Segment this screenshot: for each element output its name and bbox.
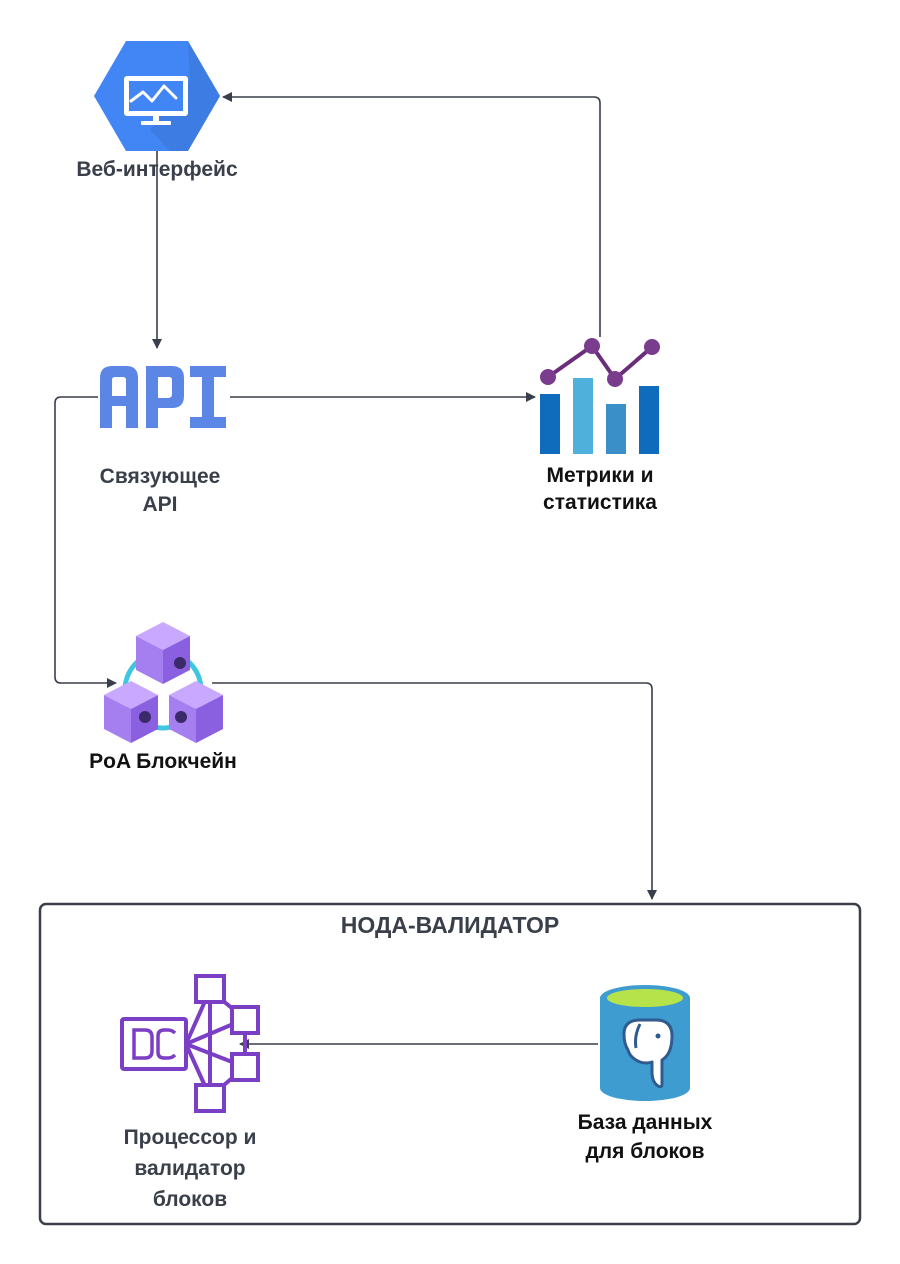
monitor-hexagon-icon bbox=[94, 41, 220, 151]
arrow-api-to-blockchain bbox=[54, 396, 117, 688]
api-label-line-2: API bbox=[142, 493, 178, 516]
api-logo-icon bbox=[100, 366, 226, 428]
dc-network-icon bbox=[120, 974, 260, 1113]
database-label: База данных для блоков bbox=[530, 1108, 760, 1166]
arrow-blockchain-to-node bbox=[212, 682, 657, 900]
metrics-label-line-2: статистика bbox=[543, 491, 657, 514]
validator-node-container bbox=[38, 902, 862, 1226]
processor-label-line-3: блоков bbox=[152, 1188, 228, 1211]
database-label-line-2: для блоков bbox=[585, 1140, 705, 1163]
processor-label-line-2: валидатор bbox=[134, 1157, 246, 1180]
database-label-line-1: База данных bbox=[577, 1111, 713, 1134]
processor-label-line-1: Процессор и bbox=[123, 1126, 257, 1149]
metrics-label-line-1: Метрики и bbox=[546, 464, 654, 487]
blockchain-cubes-icon bbox=[104, 622, 223, 743]
postgresql-database-icon bbox=[600, 985, 690, 1101]
blockchain-label: PoA Блокчейн bbox=[89, 750, 237, 773]
api-label: Связующее API bbox=[50, 463, 270, 519]
processor-label: Процессор и валидатор блоков bbox=[75, 1122, 305, 1215]
container-title: НОДА-ВАЛИДАТОР bbox=[340, 912, 560, 938]
metrics-label: Метрики и статистика bbox=[490, 462, 710, 516]
arrow-metrics-to-web bbox=[222, 92, 601, 337]
bar-line-chart-icon bbox=[540, 338, 660, 454]
api-label-line-1: Связующее bbox=[99, 465, 221, 488]
web-interface-label: Веб-интерфейс bbox=[76, 158, 238, 181]
